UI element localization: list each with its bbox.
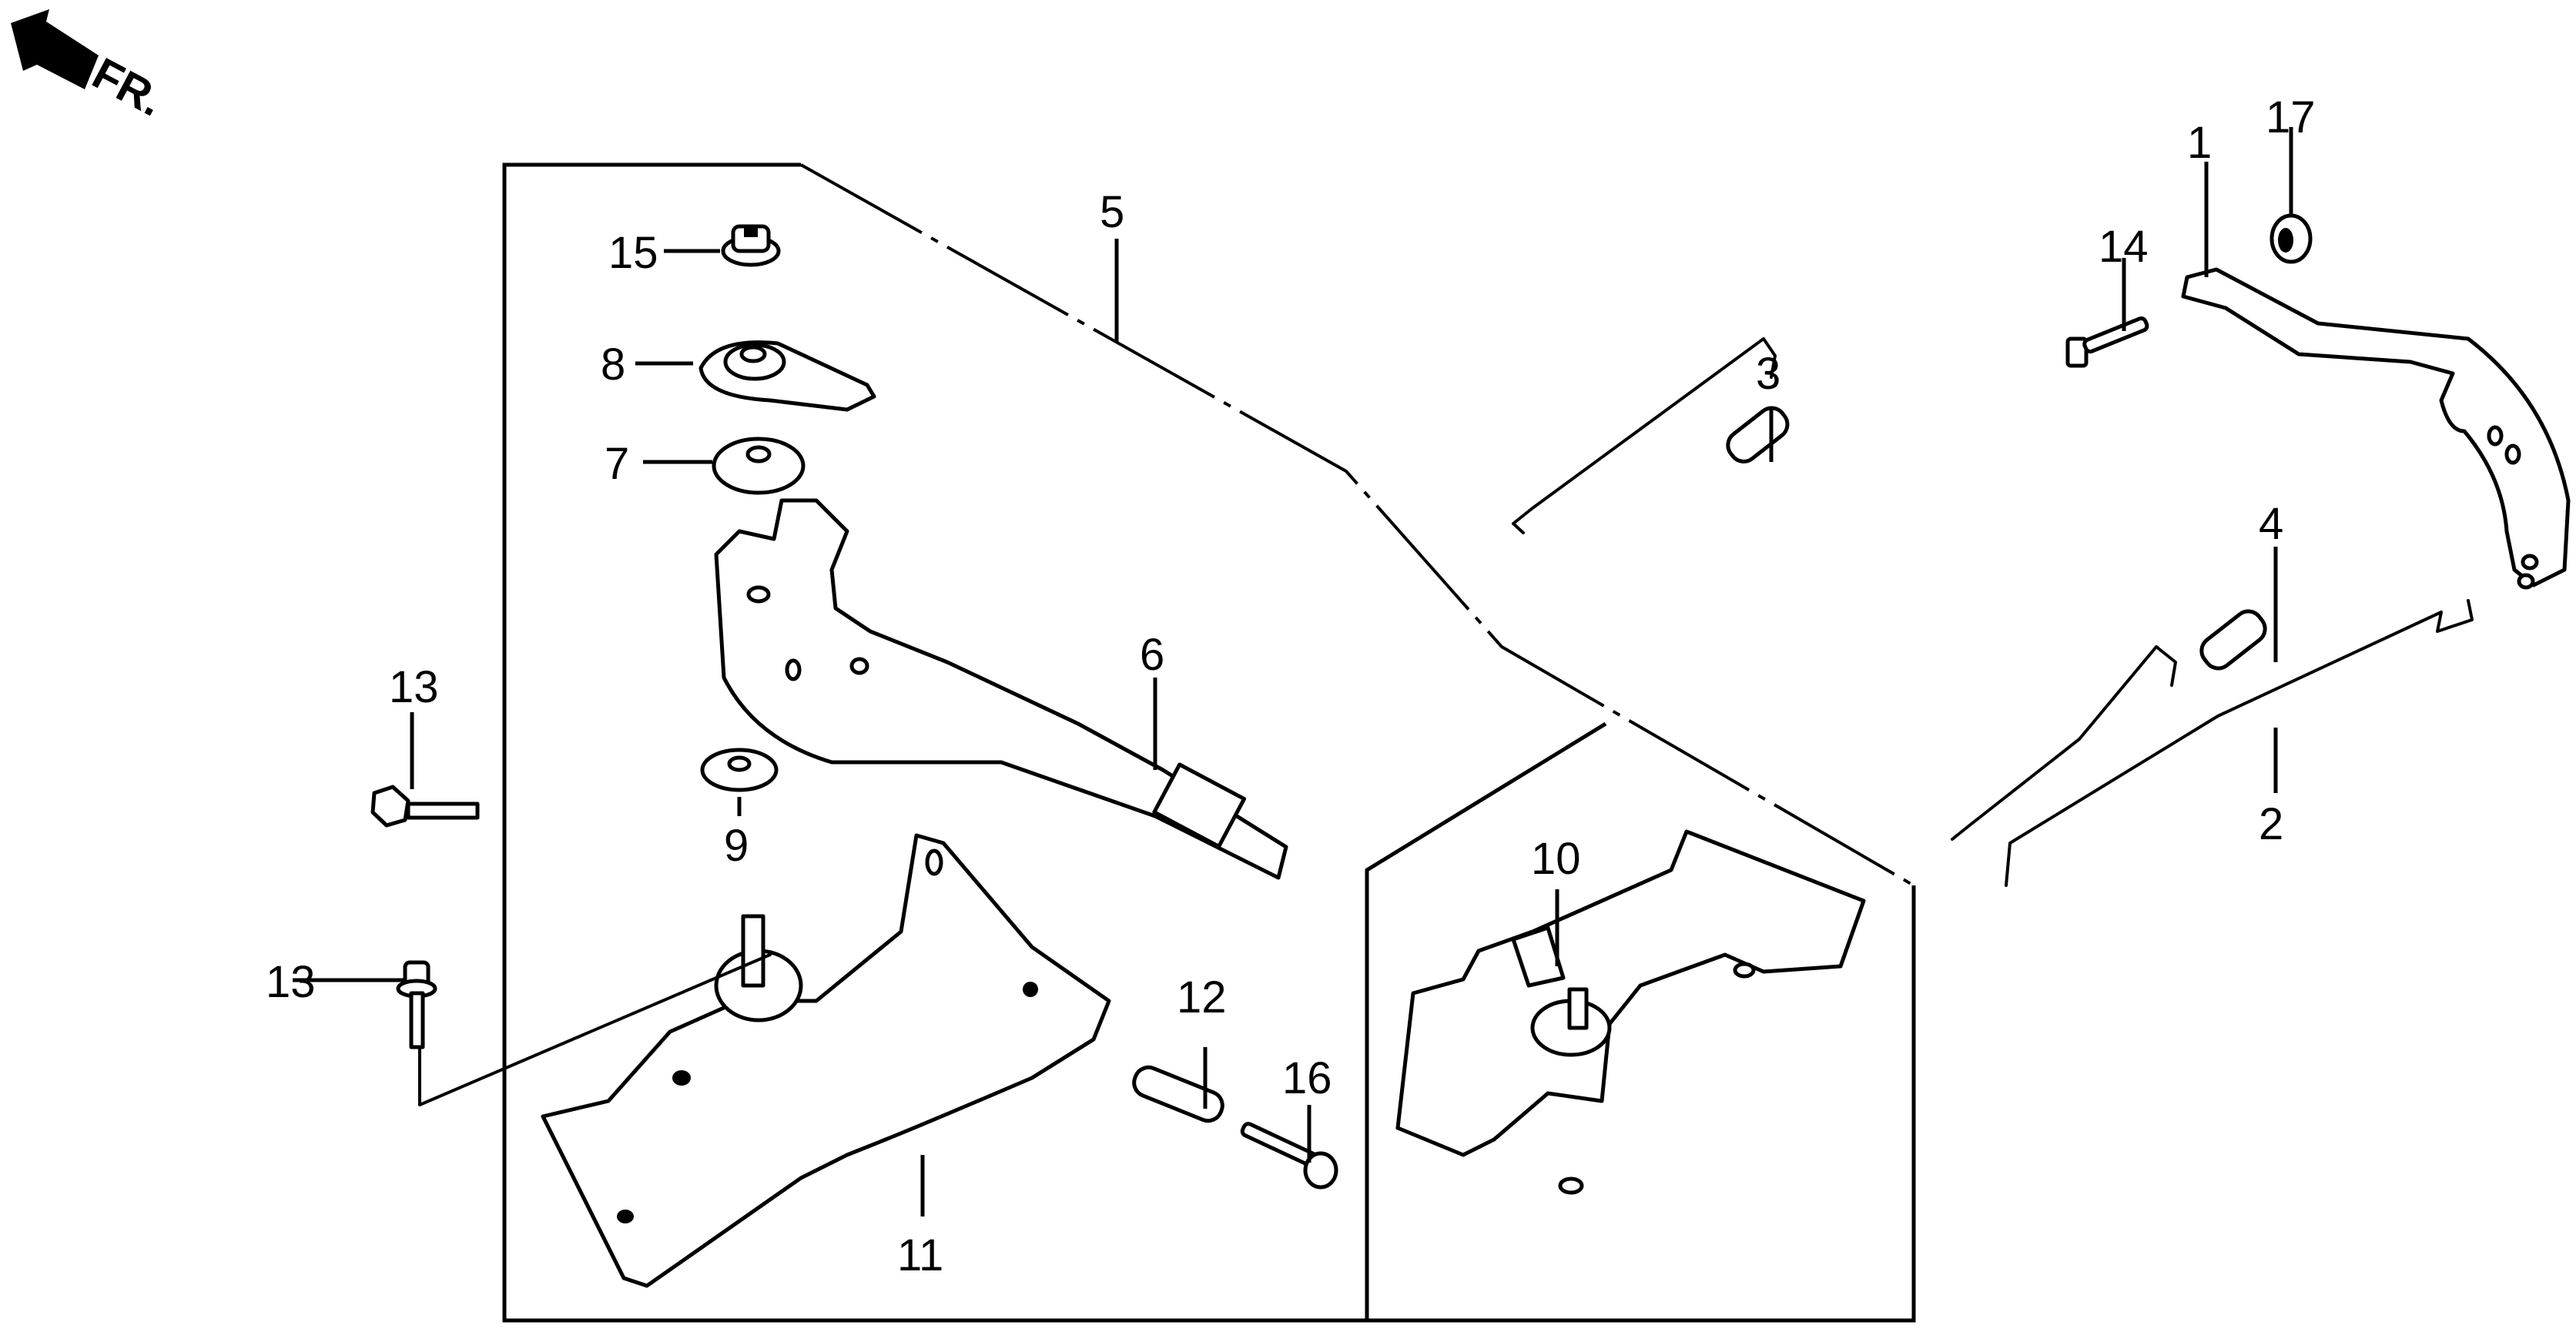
callout-10: 10 xyxy=(1531,834,1581,884)
part-9-washer xyxy=(700,748,779,792)
part-1-governor-arm xyxy=(2181,267,2571,590)
part-11-control-base xyxy=(541,833,1111,1288)
assembly-5-frame xyxy=(502,162,1916,1323)
callout-4: 4 xyxy=(2259,499,2283,549)
part-4-spring xyxy=(1951,609,2267,841)
callout-15: 15 xyxy=(608,228,658,278)
orientation-label: FR. xyxy=(85,49,172,126)
callout-2: 2 xyxy=(2259,799,2283,849)
part-14-bolt xyxy=(2065,316,2149,368)
part-13-flange-bolt-lower xyxy=(396,953,772,1106)
callout-16: 16 xyxy=(1282,1053,1332,1103)
part-6-control-lever xyxy=(714,498,1288,880)
part-8-friction-plate xyxy=(698,340,876,412)
part-10-control-base-alt xyxy=(1395,829,1866,1195)
callout-1: 1 xyxy=(2187,118,2212,168)
callout-13-upper: 13 xyxy=(389,662,439,712)
callout-5: 5 xyxy=(1100,187,1124,237)
callout-12: 12 xyxy=(1177,972,1227,1022)
part-12-spring xyxy=(1132,1065,1224,1123)
part-17-flange-nut xyxy=(2269,213,2313,264)
part-15-flange-nut xyxy=(721,224,781,267)
part-16-screw xyxy=(1240,1122,1338,1190)
callout-7: 7 xyxy=(605,439,629,489)
callout-14: 14 xyxy=(2099,222,2149,272)
callout-labels: 1 2 3 4 5 6 7 8 9 10 11 12 13 13 14 15 1… xyxy=(266,92,2316,1280)
part-2-governor-rod xyxy=(2005,599,2474,887)
callout-17: 17 xyxy=(2266,92,2316,142)
part-3-spring xyxy=(1512,337,1790,534)
callout-3: 3 xyxy=(1756,349,1780,399)
alternate-base-frame xyxy=(1365,721,1607,1320)
callout-8: 8 xyxy=(601,340,625,390)
leader-lines xyxy=(293,127,2293,1217)
callout-11: 11 xyxy=(897,1230,943,1280)
callout-13-lower: 13 xyxy=(266,957,316,1007)
callout-6: 6 xyxy=(1140,630,1164,680)
part-7-washer xyxy=(712,437,806,495)
callout-9: 9 xyxy=(724,821,749,871)
part-13-flange-bolt-upper xyxy=(370,785,480,828)
front-direction-arrow-icon: FR. xyxy=(11,9,172,126)
